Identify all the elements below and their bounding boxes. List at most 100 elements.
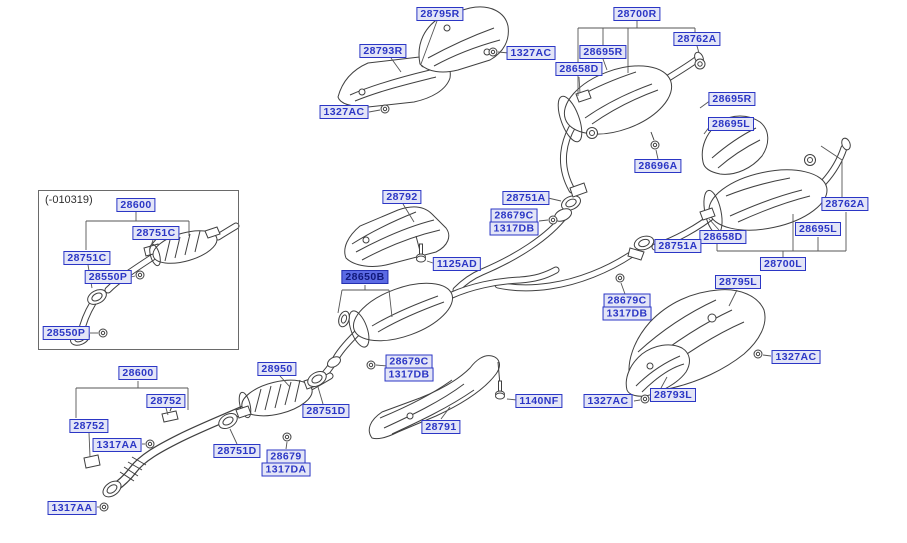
part-label-1327AC[interactable]: 1327AC <box>319 105 369 119</box>
part-number-text: 1327AC <box>506 46 556 60</box>
muffler-rear-lh-art <box>699 137 851 235</box>
part-number-text: 28751D <box>213 444 261 458</box>
part-label-28793L[interactable]: 28793L <box>649 388 697 402</box>
part-number-text: 28695R <box>579 45 627 59</box>
part-label-28795R[interactable]: 28795R <box>416 7 464 21</box>
part-number-text: 28751A <box>654 239 702 253</box>
part-number-text: 28700R <box>613 7 661 21</box>
part-label-28762A[interactable]: 28762A <box>673 32 721 46</box>
part-label-28751A[interactable]: 28751A <box>502 191 550 205</box>
part-number-text: 28658D <box>699 230 747 244</box>
part-number-text: 28600 <box>116 198 156 212</box>
part-label-28752[interactable]: 28752 <box>146 394 186 408</box>
part-number-text: 28751A <box>502 191 550 205</box>
part-number-text: 28752 <box>146 394 186 408</box>
part-number-text: 1327AC <box>583 394 633 408</box>
part-number-text: 28600 <box>118 366 158 380</box>
part-label-28795L[interactable]: 28795L <box>714 275 762 289</box>
shield-28791-art <box>368 355 500 440</box>
center-muffler-art <box>327 282 454 368</box>
leader-lines <box>75 20 847 508</box>
shield-28793L-art <box>625 344 690 397</box>
early-production-variant-box <box>38 190 239 350</box>
part-label-28950[interactable]: 28950 <box>257 362 297 376</box>
part-number-text: 28793R <box>359 44 407 58</box>
part-number-text: 28550P <box>42 326 90 340</box>
part-label-28791[interactable]: 28791 <box>421 420 461 434</box>
part-label-1125AD[interactable]: 1125AD <box>432 257 482 271</box>
part-number-text: 1327AC <box>771 350 821 364</box>
fasteners-art <box>98 47 763 512</box>
part-number-text: 28679 <box>266 449 306 464</box>
part-label-28695L[interactable]: 28695L <box>794 222 842 236</box>
part-label-28695R[interactable]: 28695R <box>579 45 627 59</box>
part-number-text: 28793L <box>649 388 697 402</box>
shield-28795R-art <box>418 6 509 73</box>
part-number-text: 1140NF <box>515 394 563 408</box>
part-number-text: 28795L <box>714 275 762 289</box>
part-number-text: 28695R <box>708 92 756 106</box>
part-number-text: 28752 <box>69 419 109 433</box>
part-number-text: 1317DB <box>489 221 539 236</box>
part-label-28695R[interactable]: 28695R <box>708 92 756 106</box>
part-label-28751C[interactable]: 28751C <box>132 226 180 240</box>
part-label-28700R[interactable]: 28700R <box>613 7 661 21</box>
part-number-text: 28679C <box>490 208 538 223</box>
part-number-text: 1125AD <box>432 257 482 271</box>
part-label-28751D[interactable]: 28751D <box>302 404 350 418</box>
part-number-text: 28679C <box>603 293 651 308</box>
part-number-text: 28550P <box>84 270 132 284</box>
part-label-28751D[interactable]: 28751D <box>213 444 261 458</box>
variant-date-note: (-010319) <box>45 194 93 206</box>
part-label-1317AA[interactable]: 1317AA <box>92 438 142 452</box>
part-number-text: 1317AA <box>47 501 97 515</box>
part-label-28751C[interactable]: 28751C <box>63 251 111 265</box>
muffler-rear-rh-art <box>557 51 706 143</box>
part-number-text: 28791 <box>421 420 461 434</box>
part-number-text: 28762A <box>673 32 721 46</box>
part-number-text: 28762A <box>821 197 869 211</box>
part-label-28658D[interactable]: 28658D <box>555 62 603 76</box>
part-label-28793R[interactable]: 28793R <box>359 44 407 58</box>
part-number-text: 28695L <box>707 117 755 131</box>
part-label-28700L[interactable]: 28700L <box>759 257 807 271</box>
part-label-28550P[interactable]: 28550P <box>42 326 90 340</box>
part-number-text: 28696A <box>634 159 682 173</box>
part-label-28695L[interactable]: 28695L <box>707 117 755 131</box>
part-label-28751A[interactable]: 28751A <box>654 239 702 253</box>
part-number-text: 28792 <box>382 190 422 204</box>
part-label-28762A[interactable]: 28762A <box>821 197 869 211</box>
part-number-text: 1317DB <box>384 367 434 382</box>
part-label-1317AA[interactable]: 1317AA <box>47 501 97 515</box>
part-label-28650B[interactable]: 28650B <box>341 270 389 284</box>
part-label-1140NF[interactable]: 1140NF <box>515 394 563 408</box>
part-number-text: 28950 <box>257 362 297 376</box>
part-number-text: 28751C <box>132 226 180 240</box>
part-label-28658D[interactable]: 28658D <box>699 230 747 244</box>
part-number-text: 28658D <box>555 62 603 76</box>
part-number-text: 1317DB <box>602 306 652 321</box>
part-label-28600[interactable]: 28600 <box>116 198 156 212</box>
part-label-1327AC[interactable]: 1327AC <box>583 394 633 408</box>
part-number-text: 28700L <box>759 257 807 271</box>
part-number-text: 28695L <box>794 222 842 236</box>
part-number-text: 28795R <box>416 7 464 21</box>
part-label-28696A[interactable]: 28696A <box>634 159 682 173</box>
part-label-28600[interactable]: 28600 <box>118 366 158 380</box>
part-number-text: 1317AA <box>92 438 142 452</box>
part-number-text: 28679C <box>385 354 433 369</box>
part-number-text: 1327AC <box>319 105 369 119</box>
part-label-28752[interactable]: 28752 <box>69 419 109 433</box>
part-number-text: 28751D <box>302 404 350 418</box>
part-label-1327AC[interactable]: 1327AC <box>506 46 556 60</box>
part-label-1327AC[interactable]: 1327AC <box>771 350 821 364</box>
part-label-28550P[interactable]: 28550P <box>84 270 132 284</box>
part-number-text: 28751C <box>63 251 111 265</box>
part-label-28792[interactable]: 28792 <box>382 190 422 204</box>
